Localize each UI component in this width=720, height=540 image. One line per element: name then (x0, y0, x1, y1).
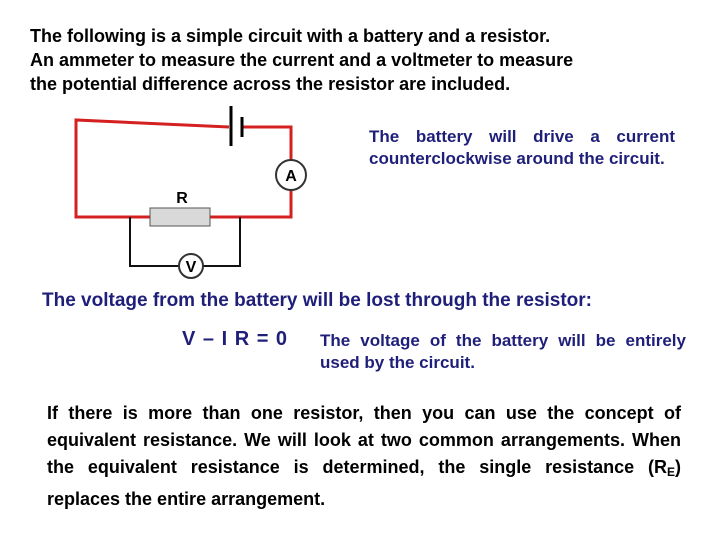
voltmeter-lead-right (203, 217, 241, 267)
intro-line-3: the potential difference across the resi… (30, 74, 511, 94)
voltage-lost-statement: The voltage from the battery will be los… (42, 290, 593, 311)
battery-direction-note: The battery will drive a current counter… (369, 127, 675, 168)
intro-line-1: The following is a simple circuit with a… (30, 26, 551, 46)
wire-top-right (243, 125, 293, 160)
voltmeter-lead-left (129, 217, 179, 267)
ammeter-label: A (285, 168, 297, 185)
equivalent-resistance-paragraph: If there is more than one resistor, then… (47, 400, 681, 513)
circuit-loop (74, 118, 293, 219)
voltmeter-label: V (186, 259, 197, 276)
resistor-label: R (176, 190, 188, 207)
ammeter (275, 159, 307, 191)
equivalent-text-before: If there is more than one resistor, then… (47, 403, 681, 477)
equation-note: The voltage of the battery will be entir… (320, 331, 686, 372)
wire-top-left (74, 118, 230, 219)
intro-line-2: An ammeter to measure the current and a … (30, 50, 574, 70)
equivalent-subscript: E (666, 465, 675, 479)
resistor (149, 207, 211, 227)
battery (229, 106, 244, 146)
wire-right-bottom (210, 190, 293, 219)
voltmeter (178, 253, 204, 279)
intro-text: The following is a simple circuit with a… (30, 24, 690, 96)
loop-equation: V – I R = 0 (182, 328, 289, 350)
voltmeter-leads (129, 217, 241, 267)
equivalent-text-after: ) replaces the entire arrangement. (47, 457, 681, 509)
